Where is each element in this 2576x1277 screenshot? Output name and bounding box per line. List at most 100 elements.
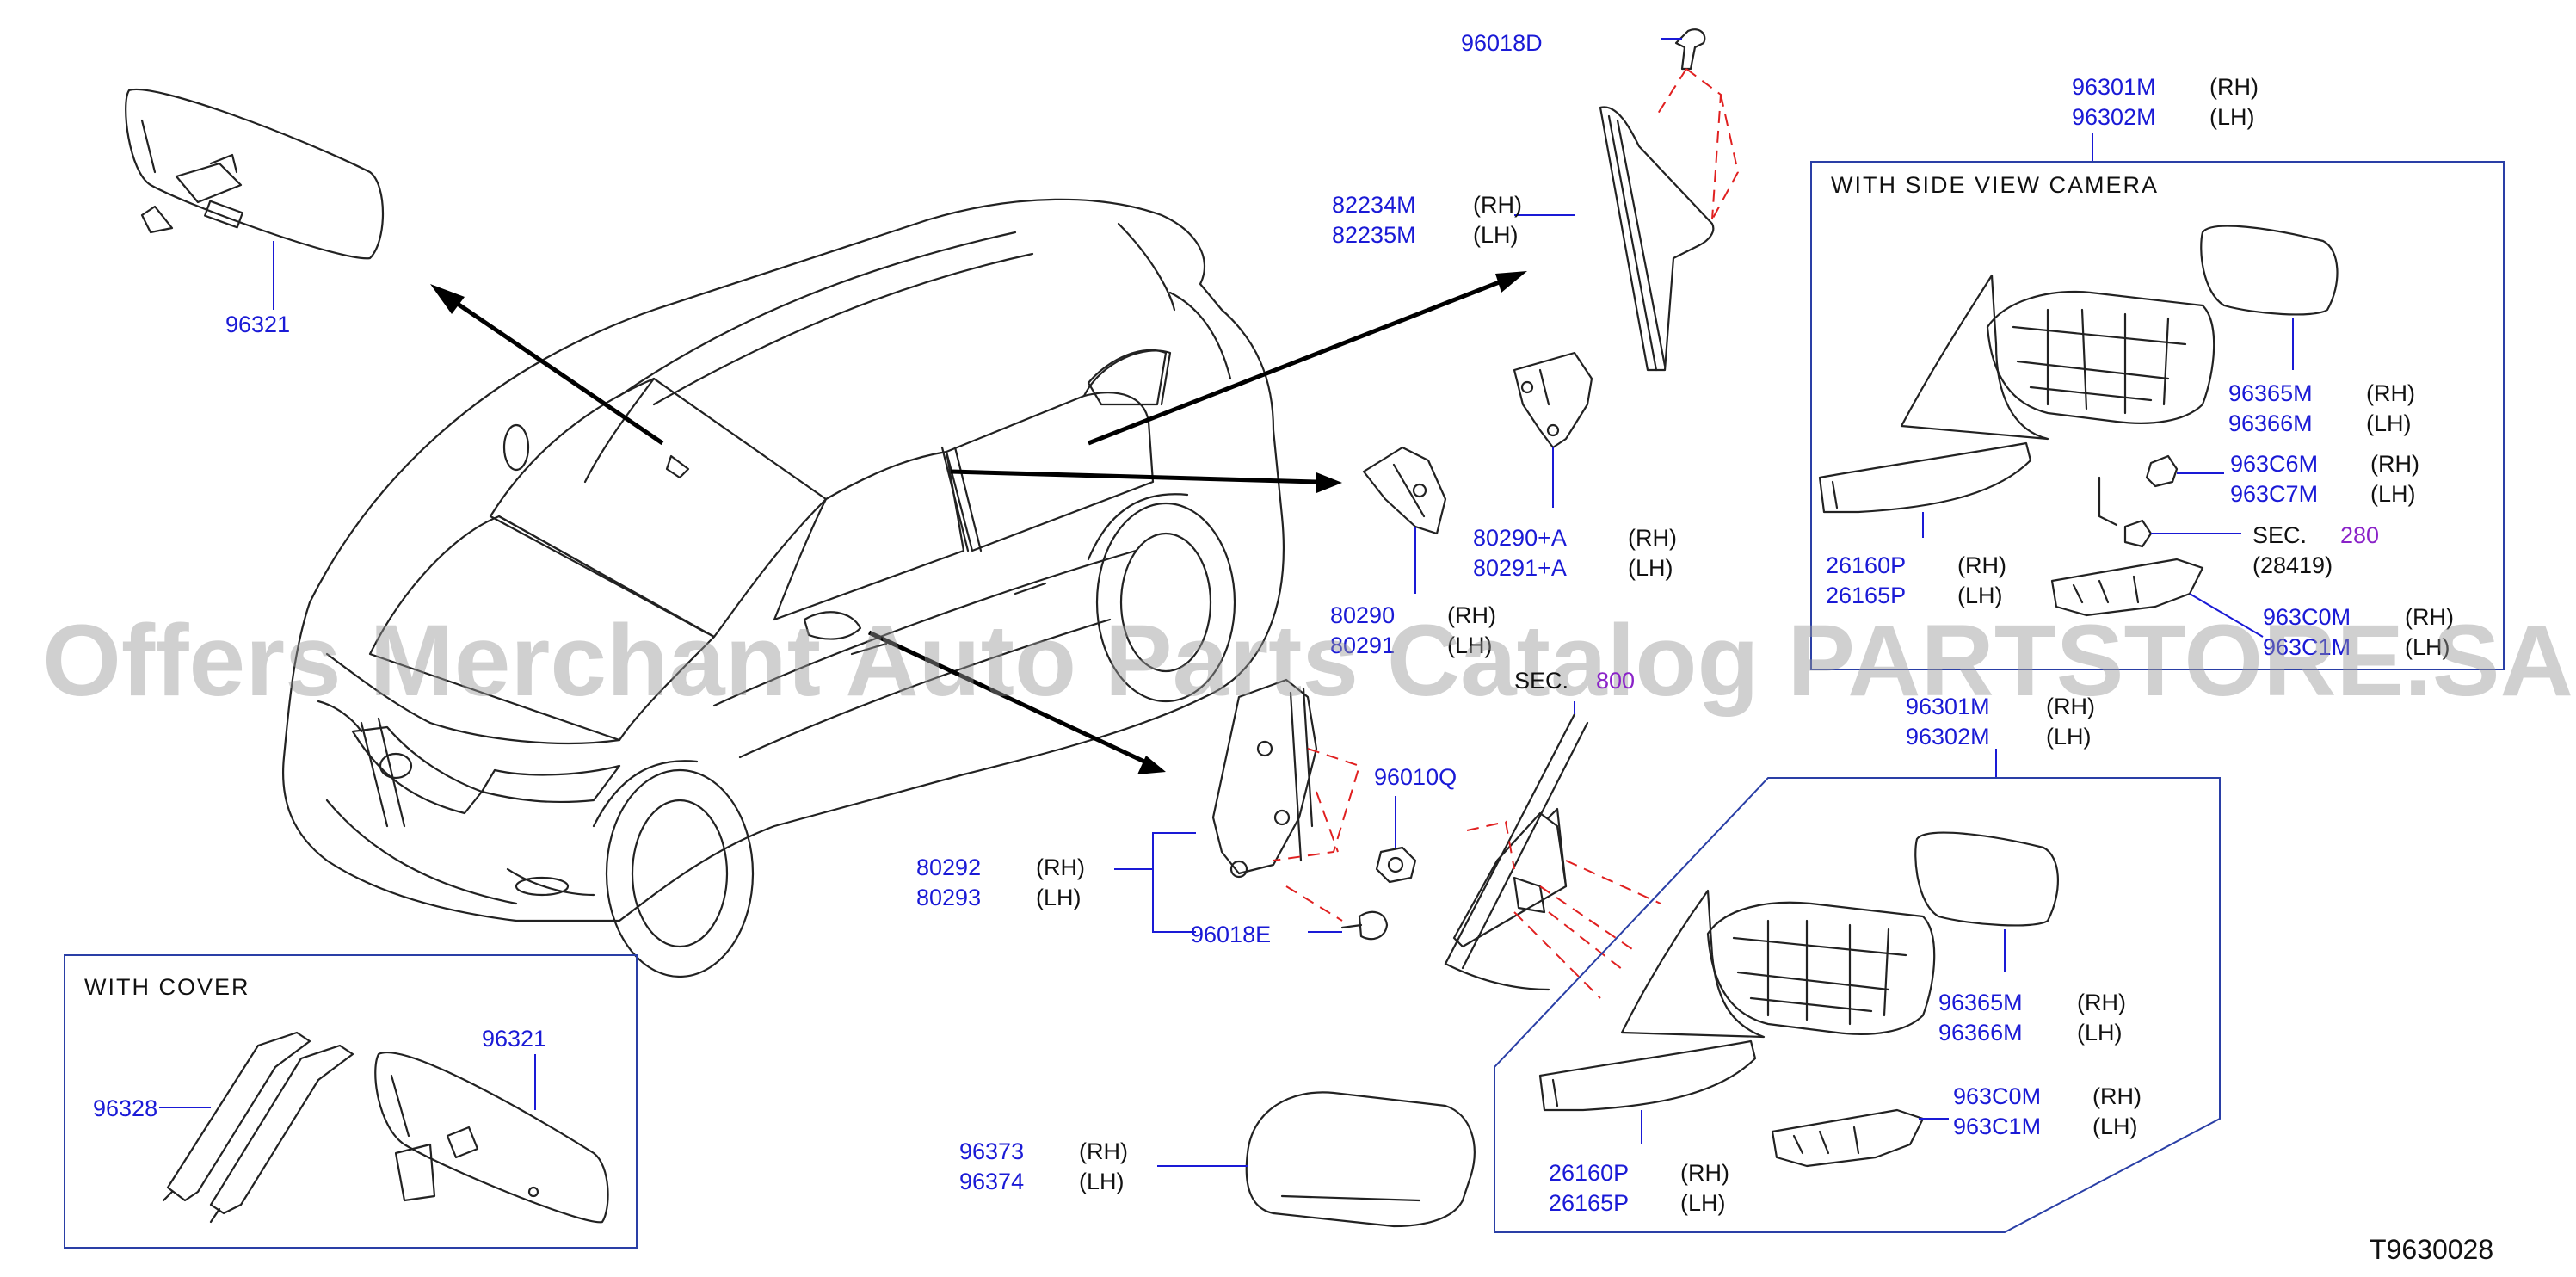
assembly-lines-sec800 (1466, 820, 1661, 999)
section-label: SEC. (2252, 522, 2307, 548)
assembly-lines-80292 (1273, 748, 1361, 922)
side-lh: (LH) (2077, 1020, 2123, 1046)
side-lh: (LH) (1447, 632, 1493, 658)
part-number-cam-96302M: 96302M (2072, 104, 2156, 130)
camera-mirror-housing-illustration (1900, 274, 2215, 441)
cover-mirror-illustration (374, 1052, 609, 1224)
side-rh: (RH) (2366, 380, 2415, 406)
part-number-std-96366M: 96366M (1938, 1020, 2023, 1046)
part-number-std-26160P: 26160P (1549, 1160, 1629, 1186)
part-number-96321: 96321 (225, 312, 290, 337)
std-mirror-glass-illustration (1914, 831, 2060, 927)
part-number-80290A: 80290+A (1473, 525, 1567, 551)
side-rh: (RH) (1628, 525, 1677, 551)
part-number-80290: 80290 (1330, 602, 1395, 628)
with-cover-box (64, 954, 638, 1249)
clip-96010Q (1375, 846, 1417, 884)
part-number-96373: 96373 (959, 1138, 1024, 1164)
part-number-cam-26160P: 26160P (1826, 552, 1906, 578)
section-280-link[interactable]: 280 (2340, 522, 2379, 548)
part-number-cam-963C7M: 963C7M (2230, 481, 2318, 507)
with-cover-title: WITH COVER (84, 974, 250, 1000)
part-number-std-96365M: 96365M (1938, 990, 2023, 1015)
assembly-lines-96018D (1655, 68, 1740, 220)
part-number-std-96302M: 96302M (1906, 724, 1990, 750)
side-rh: (RH) (2077, 990, 2126, 1015)
leader-cam-963C0M (2189, 593, 2264, 638)
side-lh: (LH) (2092, 1114, 2138, 1139)
camera-bracket-illustration (2050, 558, 2204, 617)
part-number-96374: 96374 (959, 1169, 1024, 1194)
part-number-cam-963C6M: 963C6M (2230, 451, 2318, 477)
mirror-cover-illustration (1245, 1091, 1476, 1228)
side-rh: (RH) (2209, 74, 2259, 100)
side-rh: (RH) (2046, 694, 2095, 719)
side-rh: (RH) (1079, 1138, 1128, 1164)
side-lh: (LH) (1036, 885, 1082, 910)
clip-96018E (1340, 910, 1389, 941)
side-lh: (LH) (2405, 634, 2450, 660)
leader-80292-bracket (1152, 832, 1196, 933)
part-number-cam-26165P: 26165P (1826, 583, 1906, 608)
part-number-82234M: 82234M (1332, 192, 1416, 218)
section-800-link[interactable]: 800 (1596, 668, 1635, 694)
std-bracket-illustration (1771, 1108, 1925, 1168)
vehicle-illustration (282, 198, 1285, 978)
side-rh: (RH) (1473, 192, 1522, 218)
side-lh: (LH) (1628, 555, 1673, 581)
camera-turn-lamp-illustration (1818, 441, 2032, 514)
part-number-std-96301M: 96301M (1906, 694, 1990, 719)
side-rh: (RH) (1447, 602, 1496, 628)
camera-mirror-glass-illustration (2200, 225, 2339, 316)
side-rh: (RH) (1680, 1160, 1729, 1186)
part-number-96010Q: 96010Q (1374, 764, 1457, 790)
part-number-96018E: 96018E (1191, 922, 1271, 947)
trim-80290A-illustration (1513, 351, 1593, 449)
side-rh: (RH) (1957, 552, 2006, 578)
part-number-80291: 80291 (1330, 632, 1395, 658)
pillar-trim-illustration (1599, 28, 1715, 372)
section-28419: (28419) (2252, 552, 2333, 578)
side-lh: (LH) (1473, 222, 1519, 248)
part-number-96328: 96328 (93, 1095, 157, 1121)
part-number-cam-96365M: 96365M (2228, 380, 2313, 406)
side-rh: (RH) (2092, 1083, 2142, 1109)
part-number-std-26165P: 26165P (1549, 1190, 1629, 1216)
side-lh: (LH) (2209, 104, 2255, 130)
side-rh: (RH) (1036, 854, 1085, 880)
watermark-text: Offers Merchant Auto Parts Catalog PARTS… (42, 604, 2573, 718)
std-turn-lamp-illustration (1538, 1039, 1757, 1112)
side-lh: (LH) (1079, 1169, 1125, 1194)
door-frame-illustration (1444, 713, 1589, 991)
part-number-cam-96366M: 96366M (2228, 410, 2313, 436)
part-number-80292: 80292 (916, 854, 981, 880)
side-lh: (LH) (1680, 1190, 1726, 1216)
part-number-std-963C0M: 963C0M (1953, 1083, 2041, 1109)
trim-80292-illustration (1211, 678, 1318, 879)
part-number-cam-963C1M: 963C1M (2263, 634, 2351, 660)
part-number-std-963C1M: 963C1M (1953, 1114, 2041, 1139)
side-lh: (LH) (1957, 583, 2003, 608)
standard-mirror-box (1494, 777, 2221, 1233)
part-number-82235M: 82235M (1332, 222, 1416, 248)
side-rh: (RH) (2370, 451, 2419, 477)
side-rh: (RH) (2405, 604, 2454, 630)
side-lh: (LH) (2370, 481, 2416, 507)
diagram-code: T9630028 (2370, 1234, 2493, 1265)
trim-80290-illustration (1362, 446, 1447, 535)
side-lh: (LH) (2046, 724, 2092, 750)
part-number-cam-963C0M: 963C0M (2263, 604, 2351, 630)
part-number-96321-cover: 96321 (482, 1026, 546, 1052)
camera-unit-illustration (2098, 454, 2179, 548)
part-number-96018D: 96018D (1461, 30, 1543, 56)
side-lh: (LH) (2366, 410, 2412, 436)
side-view-camera-box (1810, 161, 2505, 670)
part-number-80291A: 80291+A (1473, 555, 1567, 581)
location-arrows (430, 271, 1527, 774)
side-camera-title: WITH SIDE VIEW CAMERA (1831, 172, 2159, 198)
part-number-80293: 80293 (916, 885, 981, 910)
cover-tool-illustration (162, 1031, 354, 1224)
std-mirror-housing-illustration (1620, 889, 1936, 1039)
interior-mirror-illustration (125, 88, 384, 260)
